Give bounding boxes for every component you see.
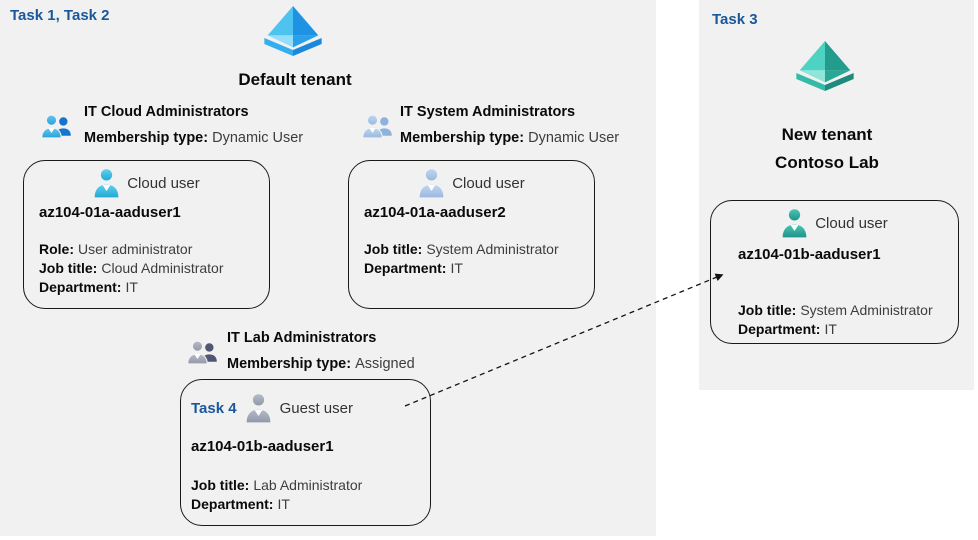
group-lab-admins: IT Lab Administrators Membership type:As… — [227, 330, 415, 372]
group-lab-admins-icon — [187, 340, 217, 365]
attr-row: Job title:Lab Administrator — [191, 477, 363, 493]
task-label-right: Task 3 — [712, 11, 758, 28]
group-title: IT Cloud Administrators — [84, 104, 249, 120]
default-tenant-icon — [264, 6, 322, 56]
cloud-user-2-icon — [419, 169, 444, 198]
guest-user-icon — [246, 394, 270, 423]
new-tenant-icon — [796, 41, 854, 91]
group-cloud-admins: IT Cloud Administrators Membership type:… — [84, 104, 303, 146]
group-membership: Membership type:Dynamic User — [400, 130, 620, 146]
attr-row: Job title:System Administrator — [738, 302, 933, 318]
user-attributes: Job title:Lab Administrator Department:I… — [191, 476, 362, 514]
user-name: az104-01a-aaduser2 — [364, 204, 506, 221]
attr-row: Job title:Cloud Administrator — [39, 260, 224, 276]
card-type-label: Cloud user — [815, 215, 888, 232]
cloud-user-1-icon — [94, 169, 119, 198]
default-tenant-panel — [0, 0, 656, 536]
attr-row: Role:User administrator — [39, 241, 193, 257]
attr-row: Department:IT — [191, 496, 290, 512]
group-membership: Membership type:Assigned — [227, 356, 415, 372]
group-system-admins: IT System Administrators Membership type… — [400, 104, 619, 146]
user-name: az104-01b-aaduser1 — [738, 246, 881, 263]
card-type-label: Cloud user — [127, 175, 200, 192]
user-card-aaduser1: Cloud user az104-01a-aaduser1 Role:User … — [23, 160, 270, 309]
card-header: Cloud user — [24, 168, 269, 199]
task-label-guest: Task 4 — [191, 400, 237, 417]
card-header: Cloud user — [349, 168, 594, 199]
user-attributes: Job title:System Administrator Departmen… — [738, 301, 933, 339]
cloud-user-new-tenant-icon — [782, 209, 807, 238]
group-system-admins-icon — [362, 114, 392, 139]
new-tenant-user-card: Cloud user az104-01b-aaduser1 Job title:… — [710, 200, 959, 344]
user-attributes: Role:User administrator Job title:Cloud … — [39, 240, 224, 297]
new-tenant-title: New tenant Contoso Lab — [760, 121, 894, 177]
group-title: IT Lab Administrators — [227, 330, 377, 346]
card-type-label: Guest user — [279, 400, 353, 417]
group-cloud-admins-icon — [41, 114, 71, 139]
user-attributes: Job title:System Administrator Departmen… — [364, 240, 559, 278]
card-header: Task 4 Guest user — [191, 393, 353, 424]
card-header: Cloud user — [711, 208, 958, 239]
group-title: IT System Administrators — [400, 104, 576, 120]
group-membership: Membership type:Dynamic User — [84, 130, 304, 146]
new-tenant-title-line1: New tenant — [781, 125, 873, 144]
user-name: az104-01a-aaduser1 — [39, 204, 181, 221]
attr-row: Job title:System Administrator — [364, 241, 559, 257]
guest-user-card: Task 4 Guest user az104-01b-aaduser1 Job… — [180, 379, 431, 526]
user-name: az104-01b-aaduser1 — [191, 438, 334, 455]
attr-row: Department:IT — [39, 279, 138, 295]
default-tenant-title: Default tenant — [238, 70, 352, 89]
card-type-label: Cloud user — [452, 175, 525, 192]
attr-row: Department:IT — [364, 260, 463, 276]
attr-row: Department:IT — [738, 321, 837, 337]
new-tenant-title-line2: Contoso Lab — [775, 153, 879, 172]
user-card-aaduser2: Cloud user az104-01a-aaduser2 Job title:… — [348, 160, 595, 309]
task-label-left: Task 1, Task 2 — [10, 7, 110, 24]
